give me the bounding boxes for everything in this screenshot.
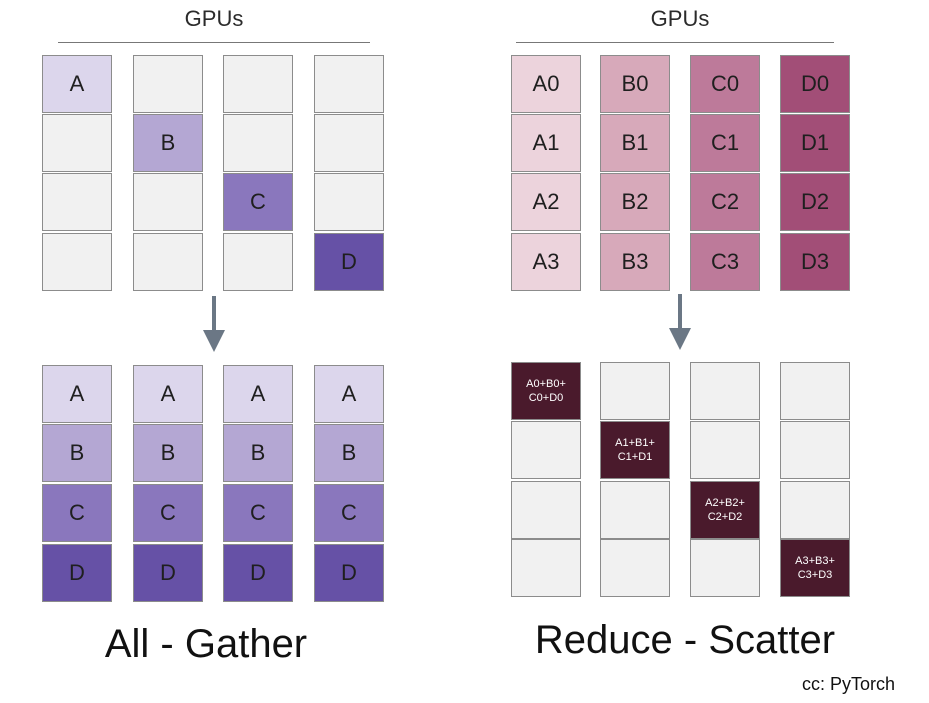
gpu-2-slot-1: A xyxy=(133,365,203,423)
gpu-2-slot-4: B3 xyxy=(600,233,670,291)
gpu-2-slot-3: C xyxy=(133,484,203,542)
gpu-4-slot-4: D3 xyxy=(780,233,850,291)
all-gather-down-arrow-icon xyxy=(201,296,227,354)
gpu-2-slot-2: B xyxy=(133,114,203,172)
gpu-4-slot-1: A xyxy=(314,365,384,423)
gpu-3-slot-4 xyxy=(690,539,760,597)
gpu-3-slot-3: C2 xyxy=(690,173,760,231)
reduce-scatter-down-arrow-icon xyxy=(667,294,693,352)
gpu-3-slot-2: B xyxy=(223,424,293,482)
gpu-1-slot-2: A1 xyxy=(511,114,581,172)
gpu-4-slot-1 xyxy=(780,362,850,420)
gpu-3-slot-1: A xyxy=(223,365,293,423)
gpu-2-slot-2: B xyxy=(133,424,203,482)
gpu-4-slot-3: C xyxy=(314,484,384,542)
all-gather-gpus-header: GPUs xyxy=(184,6,244,31)
all-gather-header-line xyxy=(58,42,370,43)
gpu-4-slot-2 xyxy=(780,421,850,479)
gpu-1-slot-2: B xyxy=(42,424,112,482)
gpu-3-slot-4: D xyxy=(223,544,293,602)
gpu-4-slot-4: D xyxy=(314,544,384,602)
gpu-4-slot-2: D1 xyxy=(780,114,850,172)
reduce-scatter-header-line xyxy=(516,42,834,43)
gpu-3-slot-3: C xyxy=(223,484,293,542)
gpu-1-slot-4 xyxy=(511,539,581,597)
gpu-1-slot-3 xyxy=(511,481,581,539)
gpu-1-slot-1: A0+B0+ C0+D0 xyxy=(511,362,581,420)
gpu-2-slot-1 xyxy=(133,55,203,113)
gpu-2-slot-2: A1+B1+ C1+D1 xyxy=(600,421,670,479)
arrow-head xyxy=(203,330,225,352)
gpu-3-slot-4 xyxy=(223,233,293,291)
gpu-2-slot-3: B2 xyxy=(600,173,670,231)
gpu-3-slot-4: C3 xyxy=(690,233,760,291)
gpu-1-slot-4: A3 xyxy=(511,233,581,291)
gpu-1-slot-2 xyxy=(42,114,112,172)
gpu-1-slot-1: A xyxy=(42,55,112,113)
gpu-4-slot-4: A3+B3+ C3+D3 xyxy=(780,539,850,597)
gpu-3-slot-3: C xyxy=(223,173,293,231)
gpu-1-slot-4 xyxy=(42,233,112,291)
gpu-3-slot-1 xyxy=(690,362,760,420)
reduce-scatter-caption: Reduce - Scatter xyxy=(534,618,836,662)
gpu-1-slot-2 xyxy=(511,421,581,479)
gpu-2-slot-4: D xyxy=(133,544,203,602)
gpu-4-slot-1 xyxy=(314,55,384,113)
gpu-2-slot-1: B0 xyxy=(600,55,670,113)
gpu-4-slot-2 xyxy=(314,114,384,172)
all-gather-caption: All - Gather xyxy=(104,622,308,666)
gpu-1-slot-3: A2 xyxy=(511,173,581,231)
arrow-head xyxy=(669,328,691,350)
gpu-1-slot-1: A0 xyxy=(511,55,581,113)
gpu-3-slot-1 xyxy=(223,55,293,113)
gpu-2-slot-4 xyxy=(600,539,670,597)
gpu-2-slot-4 xyxy=(133,233,203,291)
gpu-3-slot-2: C1 xyxy=(690,114,760,172)
gpu-3-slot-2 xyxy=(690,421,760,479)
gpu-2-slot-3 xyxy=(600,481,670,539)
gpu-4-slot-3 xyxy=(314,173,384,231)
gpu-3-slot-2 xyxy=(223,114,293,172)
gpu-4-slot-4: D xyxy=(314,233,384,291)
reduce-scatter-gpus-header: GPUs xyxy=(650,6,710,31)
gpu-4-slot-2: B xyxy=(314,424,384,482)
gpu-2-slot-1 xyxy=(600,362,670,420)
gpu-3-slot-1: C0 xyxy=(690,55,760,113)
gpu-2-slot-3 xyxy=(133,173,203,231)
gpu-1-slot-4: D xyxy=(42,544,112,602)
gpu-4-slot-1: D0 xyxy=(780,55,850,113)
gpu-1-slot-3 xyxy=(42,173,112,231)
gpu-4-slot-3 xyxy=(780,481,850,539)
credit-text: cc: PyTorch xyxy=(802,674,896,694)
gpu-1-slot-3: C xyxy=(42,484,112,542)
gpu-3-slot-3: A2+B2+ C2+D2 xyxy=(690,481,760,539)
gpu-1-slot-1: A xyxy=(42,365,112,423)
gpu-2-slot-2: B1 xyxy=(600,114,670,172)
gpu-4-slot-3: D2 xyxy=(780,173,850,231)
